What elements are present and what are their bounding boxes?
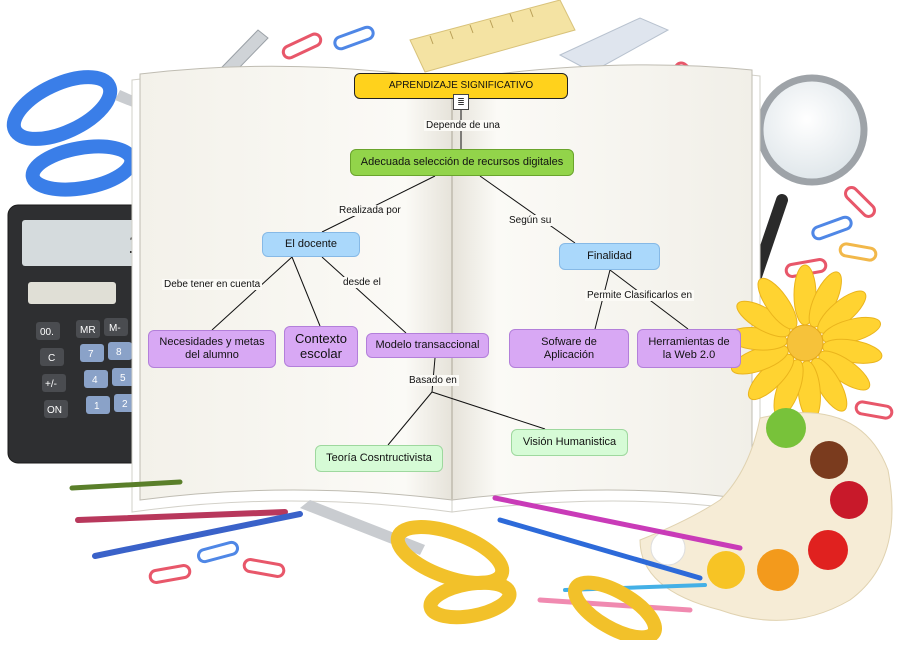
calc-key-9: 5 [120, 373, 126, 384]
document-icon[interactable]: ≣ [453, 94, 469, 110]
concept-teoria[interactable]: Teoría Cosntructivista [315, 445, 443, 472]
calc-key-5: 7 [88, 349, 94, 360]
paint-palette-icon [639, 408, 893, 621]
calc-key-3: M- [109, 323, 121, 334]
calc-key-6: 8 [116, 347, 122, 358]
ruler-icon [409, 0, 670, 73]
link-label-root: Depende de una [424, 120, 502, 131]
link-label-realizada: Realizada por [337, 205, 403, 216]
concept-contexto[interactable]: Contexto escolar [284, 326, 358, 367]
link-label-permite: Permite Clasificarlos en [585, 290, 695, 301]
concept-vision[interactable]: Visión Humanistica [511, 429, 628, 456]
link-label-basado: Basado en [407, 375, 459, 386]
concept-recursos-digitales[interactable]: Adecuada selección de recursos digitales [350, 149, 574, 176]
link-label-debe-tener: Debe tener en cuenta [162, 279, 263, 290]
calc-key-8: 4 [92, 375, 98, 386]
calc-key-10: ON [47, 405, 62, 416]
pencil-icon [69, 479, 743, 613]
scissors-icon [300, 500, 662, 645]
calc-key-4: C [48, 353, 55, 364]
calc-key-7: +/- [45, 379, 57, 390]
concept-docente[interactable]: El docente [262, 232, 360, 257]
concept-software[interactable]: Sofware de Aplicación [509, 329, 629, 368]
link-label-desde: desde el [341, 277, 383, 288]
concept-herramientas[interactable]: Herramientas de la Web 2.0 [637, 329, 741, 368]
concept-necesidades[interactable]: Necesidades y metas del alumno [148, 330, 276, 368]
flower-icon [726, 264, 883, 422]
calc-key-12: 2 [122, 399, 128, 410]
calc-key-1: 00. [40, 327, 54, 338]
calc-key-2: MR [80, 325, 96, 336]
calc-key-11: 1 [94, 401, 100, 412]
concept-finalidad[interactable]: Finalidad [559, 243, 660, 270]
concept-modelo[interactable]: Modelo transaccional [366, 333, 489, 358]
link-label-segun: Según su [507, 215, 554, 226]
